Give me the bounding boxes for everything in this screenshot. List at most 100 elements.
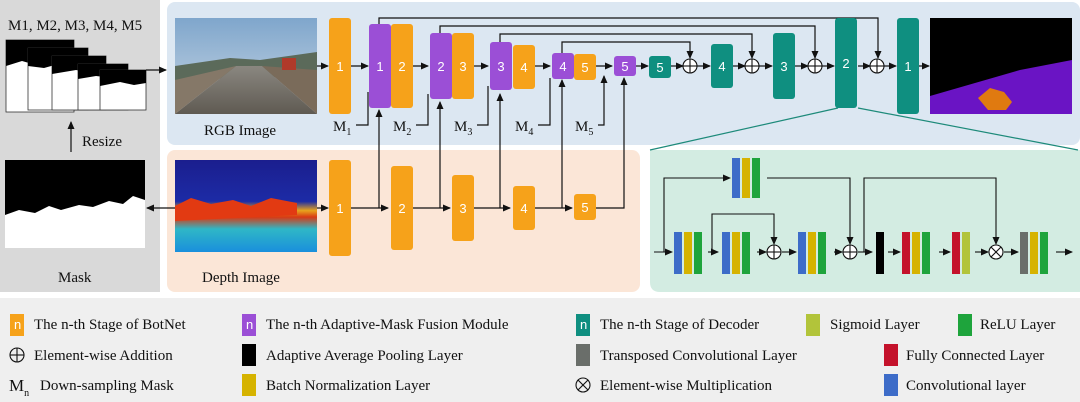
mask-tag-2: M2 bbox=[393, 119, 411, 138]
depth-stage-1 bbox=[329, 160, 351, 256]
detail-fc-1 bbox=[902, 232, 910, 274]
detail-relu-1 bbox=[752, 158, 760, 198]
decoder-stage-3-label: 3 bbox=[780, 59, 787, 74]
decoder-stage-2 bbox=[835, 18, 857, 108]
depth-stage-5 bbox=[574, 194, 596, 220]
rgb-stage-1-label: 1 bbox=[336, 59, 343, 74]
legend-sigmoid: Sigmoid Layer bbox=[830, 317, 920, 333]
depth-stage-3 bbox=[452, 175, 474, 241]
decoder-stage-5-label: 5 bbox=[656, 60, 663, 75]
depth-stage-2 bbox=[391, 166, 413, 250]
decoder-stage-1 bbox=[897, 18, 919, 114]
legend-transconv-swatch bbox=[576, 344, 590, 366]
legend-conv: Convolutional layer bbox=[906, 378, 1026, 394]
legend: n The n-th Stage of BotNet n The n-th Ad… bbox=[9, 314, 1055, 399]
depth-stage-4 bbox=[513, 186, 535, 230]
legend-mn-glyph: Mn bbox=[9, 376, 29, 399]
zoom-line-right bbox=[857, 107, 1079, 151]
legend-mn: Down-sampling Mask bbox=[40, 378, 174, 394]
depth-image bbox=[175, 160, 317, 252]
detail-panel bbox=[650, 150, 1080, 292]
legend-multiplication: Element-wise Multiplication bbox=[600, 378, 773, 394]
legend-batchnorm: Batch Normalization Layer bbox=[266, 378, 430, 394]
legend-botnet-glyph: n bbox=[14, 317, 21, 332]
legend-addition: Element-wise Addition bbox=[34, 348, 173, 364]
detail-tc-bn bbox=[1030, 232, 1038, 274]
legend-addition-icon bbox=[9, 347, 25, 363]
rgb-stage-3-label: 3 bbox=[459, 59, 466, 74]
decoder-stage-4 bbox=[711, 44, 733, 88]
detail-conv-2 bbox=[674, 232, 682, 274]
mask-stack bbox=[5, 39, 147, 113]
legend-fusion-glyph: n bbox=[246, 317, 253, 332]
detail-arrows bbox=[654, 174, 1073, 256]
rgb-stage-4-label: 4 bbox=[520, 60, 527, 75]
detail-tc-relu bbox=[1040, 232, 1048, 274]
detail-transconv bbox=[1020, 232, 1028, 274]
fusion-module-3-label: 3 bbox=[497, 59, 504, 74]
decoder-stage-1-label: 1 bbox=[904, 59, 911, 74]
detail-fc-bn bbox=[912, 232, 920, 274]
legend-batchnorm-swatch bbox=[242, 374, 256, 396]
mask-label: Mask bbox=[58, 270, 92, 286]
fusion-module-4-label: 4 bbox=[559, 59, 566, 74]
decoder-stage-4-label: 4 bbox=[718, 59, 725, 74]
detail-conv-3 bbox=[722, 232, 730, 274]
legend-fusion-swatch bbox=[242, 314, 256, 336]
fusion-module-5-label: 5 bbox=[621, 59, 628, 74]
detail-conv-4 bbox=[798, 232, 806, 274]
rgb-stage-5-label: 5 bbox=[581, 60, 588, 75]
legend-relu: ReLU Layer bbox=[980, 317, 1055, 333]
detail-sigmoid bbox=[962, 232, 970, 274]
output-segmentation bbox=[930, 18, 1072, 114]
detail-bn-2 bbox=[684, 232, 692, 274]
decoder-stage-5 bbox=[649, 56, 671, 78]
rgb-image bbox=[175, 18, 317, 114]
mask-tag-1: M1 bbox=[333, 119, 351, 138]
fusion-module-2 bbox=[430, 33, 452, 99]
legend-avgpool-swatch bbox=[242, 344, 256, 366]
fusion-module-3 bbox=[490, 42, 512, 90]
detail-fc-2 bbox=[952, 232, 960, 274]
zoom-line-left bbox=[649, 107, 839, 151]
detail-conv-1 bbox=[732, 158, 740, 198]
mask-image bbox=[5, 160, 145, 248]
masks-title: M1, M2, M3, M4, M5 bbox=[8, 18, 142, 34]
decoder-stage-2-label: 2 bbox=[842, 56, 849, 71]
depth-stage-2-label: 2 bbox=[398, 201, 405, 216]
detail-layers bbox=[674, 158, 1048, 274]
legend-botnet-swatch bbox=[10, 314, 24, 336]
resize-label: Resize bbox=[82, 134, 122, 150]
mask-tag-4: M4 bbox=[515, 119, 533, 138]
detail-bn-1 bbox=[742, 158, 750, 198]
legend-panel bbox=[0, 298, 1080, 402]
depth-stage-5-label: 5 bbox=[581, 200, 588, 215]
flow-arrows bbox=[146, 17, 930, 212]
detail-relu-3 bbox=[742, 232, 750, 274]
legend-relu-swatch bbox=[958, 314, 972, 336]
legend-multiplication-icon bbox=[575, 377, 591, 393]
fusion-module-1-label: 1 bbox=[376, 59, 383, 74]
legend-decoder-swatch bbox=[576, 314, 590, 336]
detail-bn-4 bbox=[808, 232, 816, 274]
detail-ops bbox=[766, 244, 1004, 260]
legend-transconv: Transposed Convolutional Layer bbox=[600, 348, 797, 364]
legend-fc-swatch bbox=[884, 344, 898, 366]
fusion-module-1 bbox=[369, 24, 391, 108]
legend-fusion: The n-th Adaptive-Mask Fusion Module bbox=[266, 317, 509, 333]
rgb-stage-2-label: 2 bbox=[398, 59, 405, 74]
legend-fc: Fully Connected Layer bbox=[906, 348, 1044, 364]
rgb-stage-1 bbox=[329, 18, 351, 114]
depth-stage-1-label: 1 bbox=[336, 201, 343, 216]
detail-bn-3 bbox=[732, 232, 740, 274]
rgb-label: RGB Image bbox=[204, 123, 276, 139]
detail-avgpool bbox=[876, 232, 884, 274]
legend-conv-swatch bbox=[884, 374, 898, 396]
legend-avgpool: Adaptive Average Pooling Layer bbox=[266, 348, 463, 364]
depth-stage-4-label: 4 bbox=[520, 201, 527, 216]
rgb-stage-2 bbox=[391, 24, 413, 108]
detail-relu-4 bbox=[818, 232, 826, 274]
